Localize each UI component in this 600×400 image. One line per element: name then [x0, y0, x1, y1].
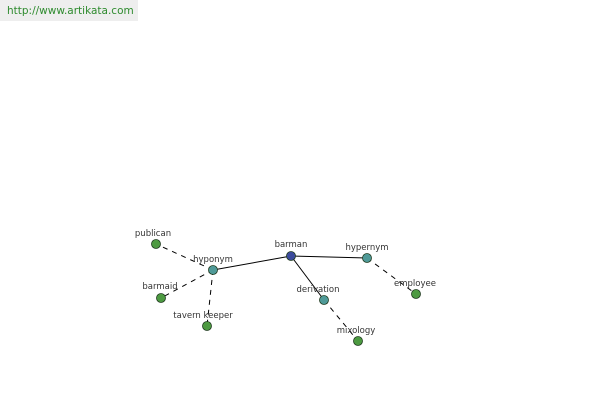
node-label-barmaid: barmaid — [142, 282, 177, 292]
node-barman[interactable] — [286, 251, 296, 261]
node-hypernym[interactable] — [362, 253, 372, 263]
node-label-derivation: derivation — [296, 285, 339, 295]
node-derivation[interactable] — [319, 295, 329, 305]
node-label-barman: barman — [275, 240, 308, 250]
labels-layer: barman hyponym hypernym derivation publican b… — [135, 229, 436, 336]
node-mixology[interactable] — [353, 336, 363, 346]
nodes-layer — [151, 239, 421, 346]
node-label-hypernym: hypernym — [345, 243, 388, 253]
node-hyponym[interactable] — [208, 265, 218, 275]
node-publican[interactable] — [151, 239, 161, 249]
edge-barman-derivation — [290, 255, 325, 301]
node-tavern-keeper[interactable] — [202, 321, 212, 331]
node-barmaid[interactable] — [156, 293, 166, 303]
node-label-employee: employee — [394, 279, 436, 289]
edge-hypernym-employee — [366, 257, 417, 295]
node-employee[interactable] — [411, 289, 421, 299]
node-label-tavern-keeper: tavern keeper — [173, 311, 233, 321]
edge-barman-hyponym — [212, 255, 292, 271]
edge-derivation-mixology — [323, 299, 359, 342]
edge-hyponym-publican — [155, 243, 214, 271]
edges-layer — [155, 243, 417, 342]
node-label-publican: publican — [135, 229, 171, 239]
url-banner[interactable]: http://www.artikata.com — [0, 0, 138, 21]
edge-barman-hypernym — [290, 255, 368, 259]
node-label-mixology: mixology — [337, 326, 376, 336]
node-label-hyponym: hyponym — [193, 255, 233, 265]
